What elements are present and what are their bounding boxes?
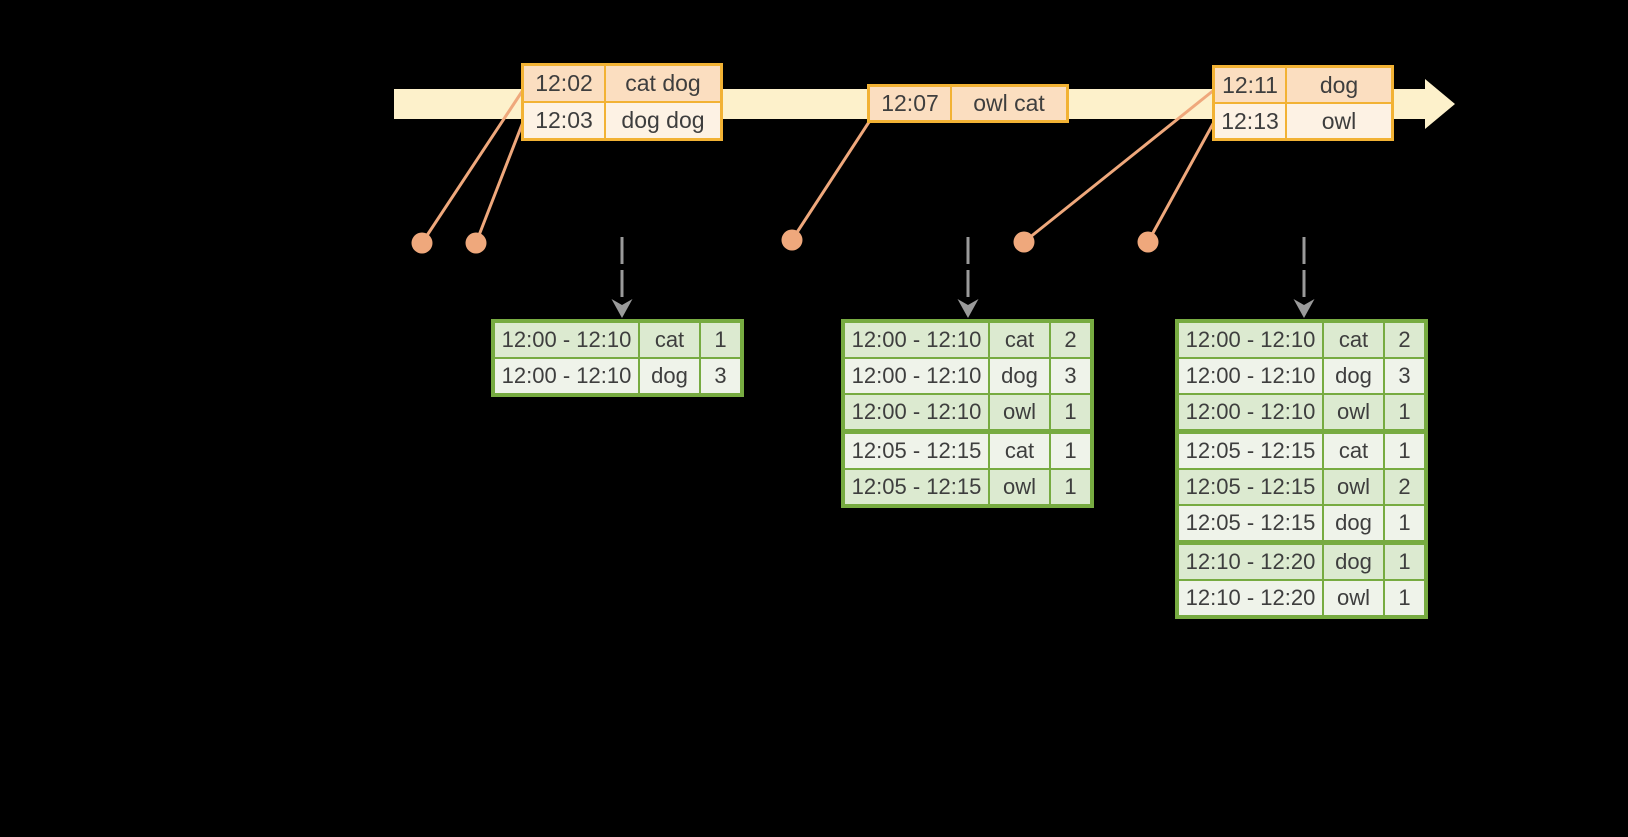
count-cell: 3 — [1049, 357, 1093, 395]
count-cell: 2 — [1383, 320, 1427, 359]
arrowhead-icon — [957, 299, 979, 318]
time-cell: 12:13 — [1212, 102, 1287, 141]
window-cell: 12:05 - 12:15 — [1176, 504, 1324, 544]
word-cell: owl — [1322, 579, 1385, 618]
word-cell: dog — [1322, 540, 1385, 581]
word-cell: owl — [1322, 393, 1385, 433]
count-cell: 1 — [1383, 540, 1427, 581]
word-cell: cat — [988, 429, 1051, 470]
time-cell: 12:02 — [521, 63, 606, 103]
window-cell: 12:00 - 12:10 — [842, 320, 990, 359]
window-cell: 12:10 - 12:20 — [1176, 540, 1324, 581]
words-cell: owl cat — [950, 84, 1069, 123]
connector-line — [420, 89, 525, 244]
count-cell: 1 — [1383, 579, 1427, 618]
window-cell: 12:00 - 12:10 — [492, 320, 640, 359]
window-cell: 12:05 - 12:15 — [842, 468, 990, 507]
count-cell: 2 — [1049, 320, 1093, 359]
connector-line — [474, 121, 525, 244]
time-cell: 12:03 — [521, 101, 606, 141]
word-cell: owl — [1322, 468, 1385, 506]
count-cell: 3 — [1383, 357, 1427, 395]
dot-icon — [1013, 231, 1035, 253]
window-cell: 12:05 - 12:15 — [1176, 429, 1324, 470]
window-cell: 12:00 - 12:10 — [1176, 320, 1324, 359]
time-cell: 12:11 — [1212, 65, 1287, 104]
connector-line — [790, 121, 871, 241]
words-cell: dog — [1285, 65, 1394, 104]
time-cell: 12:07 — [867, 84, 952, 123]
word-cell: cat — [1322, 320, 1385, 359]
window-cell: 12:00 - 12:10 — [842, 357, 990, 395]
dot-icon — [465, 232, 487, 254]
window-cell: 12:00 - 12:10 — [492, 357, 640, 396]
connector-line — [1023, 88, 1215, 244]
trigger-arrows — [611, 237, 1315, 318]
window-cell: 12:10 - 12:20 — [1176, 579, 1324, 618]
arrowhead-icon — [1293, 299, 1315, 318]
count-cell: 1 — [1383, 429, 1427, 470]
event-dots — [411, 229, 1159, 254]
count-cell: 2 — [1383, 468, 1427, 506]
dot-icon — [411, 232, 433, 254]
connector-lines — [420, 88, 1216, 244]
count-cell: 1 — [1049, 429, 1093, 470]
words-cell: cat dog — [604, 63, 723, 103]
window-cell: 12:00 - 12:10 — [1176, 393, 1324, 433]
word-cell: dog — [1322, 357, 1385, 395]
window-cell: 12:05 - 12:15 — [1176, 468, 1324, 506]
count-cell: 1 — [1049, 468, 1093, 507]
word-cell: dog — [988, 357, 1051, 395]
window-cell: 12:05 - 12:15 — [842, 429, 990, 470]
word-cell: owl — [988, 468, 1051, 507]
word-cell: cat — [1322, 429, 1385, 470]
window-cell: 12:00 - 12:10 — [1176, 357, 1324, 395]
count-cell: 1 — [1383, 393, 1427, 433]
word-cell: cat — [988, 320, 1051, 359]
count-cell: 3 — [699, 357, 743, 396]
dot-icon — [1137, 231, 1159, 253]
word-cell: owl — [988, 393, 1051, 433]
word-cell: dog — [1322, 504, 1385, 544]
window-cell: 12:00 - 12:10 — [842, 393, 990, 433]
word-cell: cat — [638, 320, 701, 359]
connector-line — [1146, 121, 1216, 243]
count-cell: 1 — [699, 320, 743, 359]
words-cell: dog dog — [604, 101, 723, 141]
dot-icon — [781, 229, 803, 251]
word-cell: dog — [638, 357, 701, 396]
arrowhead-icon — [611, 299, 633, 318]
count-cell: 1 — [1049, 393, 1093, 433]
words-cell: owl — [1285, 102, 1394, 141]
count-cell: 1 — [1383, 504, 1427, 544]
